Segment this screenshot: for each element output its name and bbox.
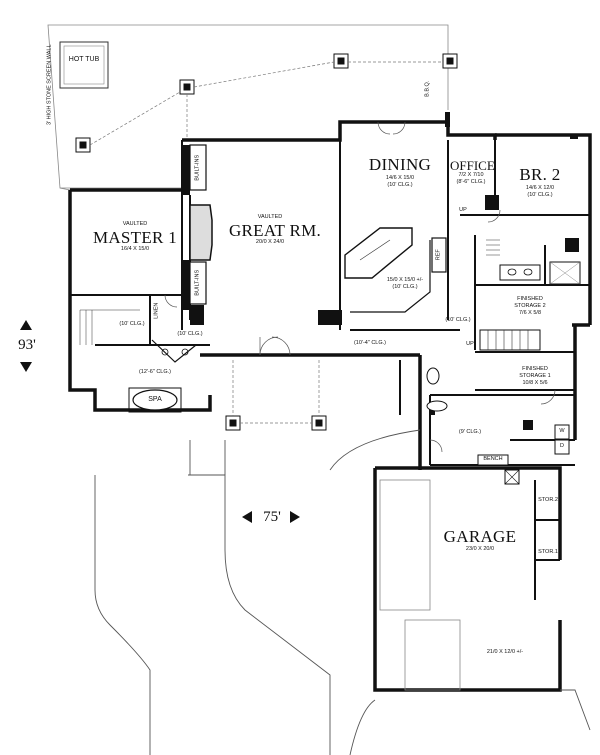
door-swings (164, 121, 556, 453)
bbq-label: B.B.Q. (424, 80, 431, 97)
master-hall-clg: (10' CLG.) (177, 331, 203, 337)
hot-tub (59, 41, 109, 89)
built-ins-upper-label: BUILT-INS (194, 154, 201, 181)
dining-clg: (10' CLG.) (387, 182, 413, 188)
hot-tub-label: HOT TUB (68, 56, 100, 63)
mudroom-clg: (9' CLG.) (458, 429, 482, 435)
stor2-label: STOR.2 (538, 497, 558, 503)
br2-title: BR. 2 (519, 165, 561, 184)
fs1-sub: STORAGE 1 (519, 373, 551, 379)
master-closet-clg: (10' CLG.) (119, 321, 145, 327)
dryer-box (554, 439, 570, 455)
beam-lines (89, 61, 443, 424)
built-ins-lower-label: BUILT-INS (194, 269, 201, 296)
fs2-dims: 7/6 X 5/8 (518, 310, 542, 316)
fs1-dims: 10/8 X 5/6 (522, 380, 548, 386)
garage-title: GARAGE (443, 527, 517, 546)
kitchen-clg: (10' CLG.) (392, 284, 418, 290)
master-dims: 16/4 X 15/0 (120, 246, 150, 252)
ref-label: REF (435, 249, 442, 261)
master-vanity (151, 339, 197, 363)
great-room-dims: 20/0 X 24/0 (255, 239, 285, 245)
patio-posts (75, 53, 458, 431)
garage-doors (379, 479, 461, 691)
washer-label: W (559, 428, 565, 434)
fs1-title: FINISHED (522, 366, 548, 372)
fs2-title: FINISHED (517, 296, 543, 302)
garage-dims: 23/0 X 20/0 (465, 546, 495, 552)
up-lower-label: UP (466, 341, 474, 347)
patio-outline (47, 24, 449, 191)
great-room-vaulted-label: VAULTED (257, 214, 283, 220)
spa-tub (132, 389, 178, 411)
built-ins-lower (189, 261, 207, 305)
br2-clg: (10' CLG.) (527, 192, 553, 198)
landscape-curves (94, 429, 591, 755)
office-title: OFFICE (450, 158, 495, 173)
dimension-arrows (20, 320, 300, 523)
office-clg: (8'-6" CLG.) (456, 179, 486, 185)
spa-label: SPA (148, 396, 162, 403)
stairs (479, 329, 541, 351)
gallery-clg: (10'-4" CLG.) (353, 340, 387, 346)
br2-dims: 14/6 X 12/0 (525, 185, 555, 191)
depth-dimension: 93' (18, 337, 36, 353)
stone-wall-label: 3' HIGH STONE SCREEN WALL (46, 44, 53, 126)
closet-shelves (79, 239, 500, 345)
kitchen-dims: 15/0 X 15/0 +/- (386, 277, 424, 283)
great-room-title: GREAT RM. (228, 221, 322, 240)
kitchen-counter (350, 240, 431, 313)
fs2-sub: STORAGE 2 (514, 303, 546, 309)
bench (477, 454, 509, 466)
built-ins-upper (189, 144, 207, 191)
kitchen-hall-clg: (10' CLG.) (445, 317, 471, 323)
dining-title: DINING (368, 155, 432, 174)
kitchen-island (344, 227, 413, 279)
stor1-label: STOR.1 (538, 549, 558, 555)
washer-box (554, 424, 570, 440)
up-upper-label: UP (459, 207, 467, 213)
office-dims: 7/2 X 7/10 (458, 172, 484, 178)
fireplace (189, 204, 213, 261)
refrigerator (431, 237, 447, 273)
master-bath-clg: (12'-6" CLG.) (138, 369, 172, 375)
width-dimension: 75' (263, 509, 281, 525)
dining-dims: 14/6 X 15/0 (385, 175, 415, 181)
linen-label: LINEN (153, 302, 160, 319)
master-title: MASTER 1 (92, 228, 178, 247)
exterior-walls (68, 120, 592, 692)
master-vaulted-label: VAULTED (122, 221, 148, 227)
dryer-label: D (560, 443, 564, 449)
garage-dims-secondary: 21/0 X 12/0 +/- (486, 649, 524, 655)
bench-label: BENCH (483, 456, 503, 462)
